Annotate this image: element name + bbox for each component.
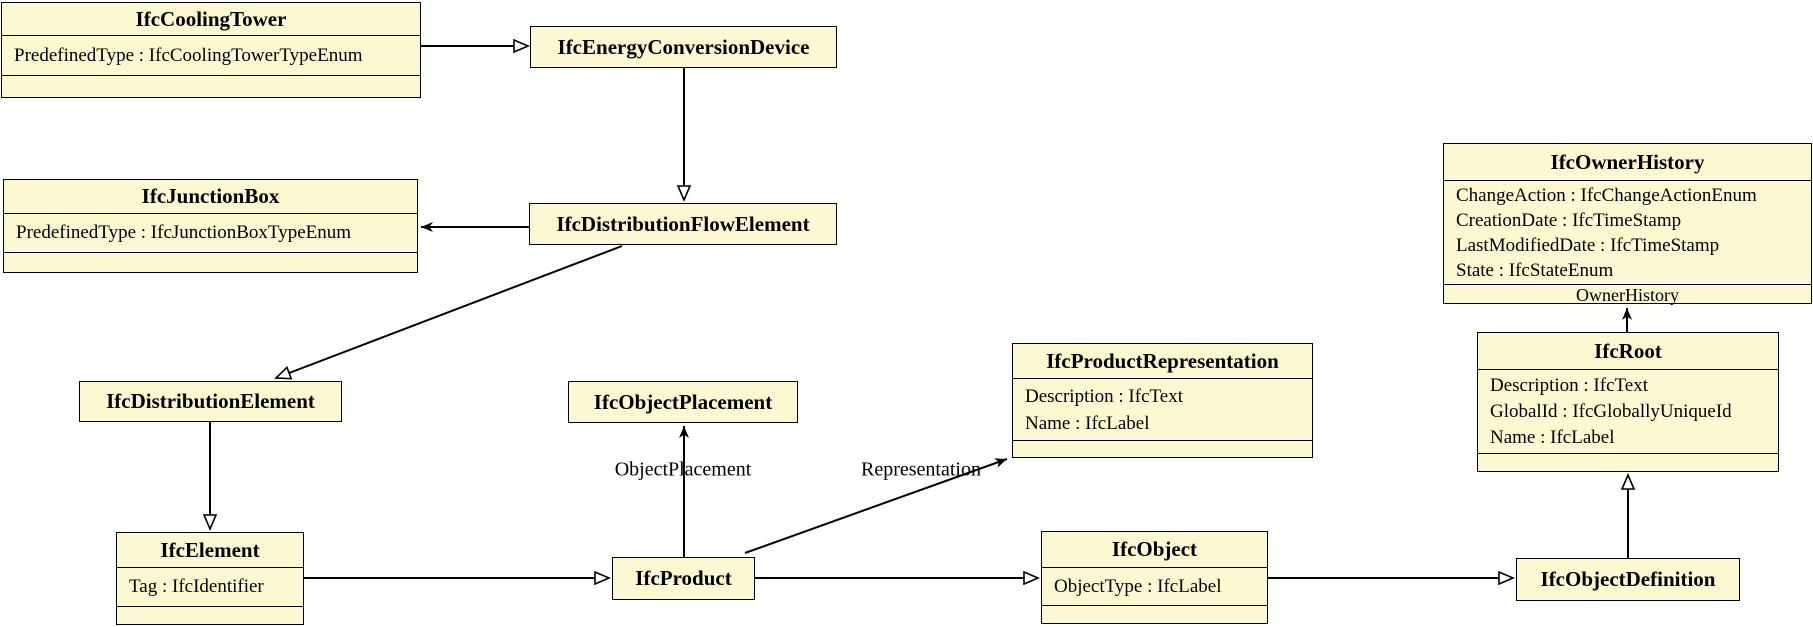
attribute-row: Name : IfcLabel [1025, 412, 1150, 434]
entity-title: IfcProductRepresentation [1013, 344, 1312, 379]
entity-ifc-product: IfcProduct [612, 557, 755, 600]
entity-ifc-junction-box: IfcJunctionBox PredefinedType : IfcJunct… [3, 179, 418, 273]
entity-ifc-object-definition: IfcObjectDefinition [1516, 558, 1740, 601]
edge-label-representation: Representation [861, 458, 981, 481]
attribute-row: CreationDate : IfcTimeStamp [1456, 209, 1682, 231]
entity-ifc-object-placement: IfcObjectPlacement [568, 381, 798, 423]
empty-compartment [117, 607, 303, 624]
entity-title: IfcCoolingTower [2, 3, 420, 36]
empty-compartment [1478, 454, 1778, 471]
entity-title: IfcDistributionElement [106, 389, 315, 413]
entity-attributes: Tag : IfcIdentifier [117, 568, 303, 607]
empty-compartment [4, 253, 417, 272]
attribute-row: ObjectType : IfcLabel [1054, 575, 1222, 597]
entity-ifc-product-representation: IfcProductRepresentation Description : I… [1012, 343, 1313, 458]
entity-title: IfcProduct [635, 566, 732, 590]
attribute-row: Description : IfcText [1025, 385, 1184, 407]
entity-attributes: PredefinedType : IfcJunctionBoxTypeEnum [4, 214, 417, 253]
attribute-row: PredefinedType : IfcJunctionBoxTypeEnum [16, 222, 352, 243]
attribute-row: Name : IfcLabel [1490, 426, 1615, 448]
entity-title: IfcObjectPlacement [593, 389, 773, 414]
entity-title: IfcOwnerHistory [1444, 144, 1811, 181]
entity-ifc-owner-history: IfcOwnerHistory ChangeAction : IfcChange… [1443, 143, 1812, 305]
attribute-row: ChangeAction : IfcChangeActionEnum [1456, 184, 1757, 206]
entity-title: IfcObjectDefinition [1540, 567, 1716, 591]
owner-history-compartment-label: OwnerHistory [1576, 285, 1679, 305]
entity-ifc-root: IfcRoot Description : IfcText GlobalId :… [1477, 332, 1779, 472]
entity-ifc-distribution-flow-element: IfcDistributionFlowElement [529, 203, 837, 245]
entity-ifc-energy-conversion-device: IfcEnergyConversionDevice [530, 26, 837, 68]
entity-ifc-object: IfcObject ObjectType : IfcLabel [1041, 531, 1268, 624]
entity-title: IfcDistributionFlowElement [556, 211, 810, 236]
empty-compartment [1013, 441, 1312, 457]
entity-attributes: ChangeAction : IfcChangeActionEnum Creat… [1444, 181, 1811, 285]
attribute-row: LastModifiedDate : IfcTimeStamp [1456, 234, 1720, 256]
entity-title: IfcObject [1042, 532, 1267, 568]
entity-ifc-distribution-element: IfcDistributionElement [79, 381, 342, 422]
entity-ifc-element: IfcElement Tag : IfcIdentifier [116, 532, 304, 625]
entity-attributes: ObjectType : IfcLabel [1042, 568, 1267, 606]
entity-title: IfcElement [117, 533, 303, 568]
attribute-row: GlobalId : IfcGloballyUniqueId [1490, 400, 1732, 422]
entity-title: IfcRoot [1478, 333, 1778, 370]
entity-title: IfcJunctionBox [4, 180, 417, 214]
empty-compartment [1042, 606, 1267, 623]
entity-attributes: PredefinedType : IfcCoolingTowerTypeEnum [2, 36, 420, 76]
entity-ifc-cooling-tower: IfcCoolingTower PredefinedType : IfcCool… [1, 2, 421, 98]
attribute-row: State : IfcStateEnum [1456, 259, 1614, 281]
attribute-row: Description : IfcText [1490, 374, 1649, 396]
edge-label-object-placement: ObjectPlacement [614, 458, 752, 481]
entity-attributes: Description : IfcText Name : IfcLabel [1013, 379, 1312, 441]
attribute-row: PredefinedType : IfcCoolingTowerTypeEnum [14, 44, 363, 66]
entity-title: IfcEnergyConversionDevice [557, 34, 810, 59]
entity-attributes: Description : IfcText GlobalId : IfcGlob… [1478, 370, 1778, 454]
empty-compartment [2, 76, 420, 97]
attribute-row: Tag : IfcIdentifier [129, 576, 264, 597]
